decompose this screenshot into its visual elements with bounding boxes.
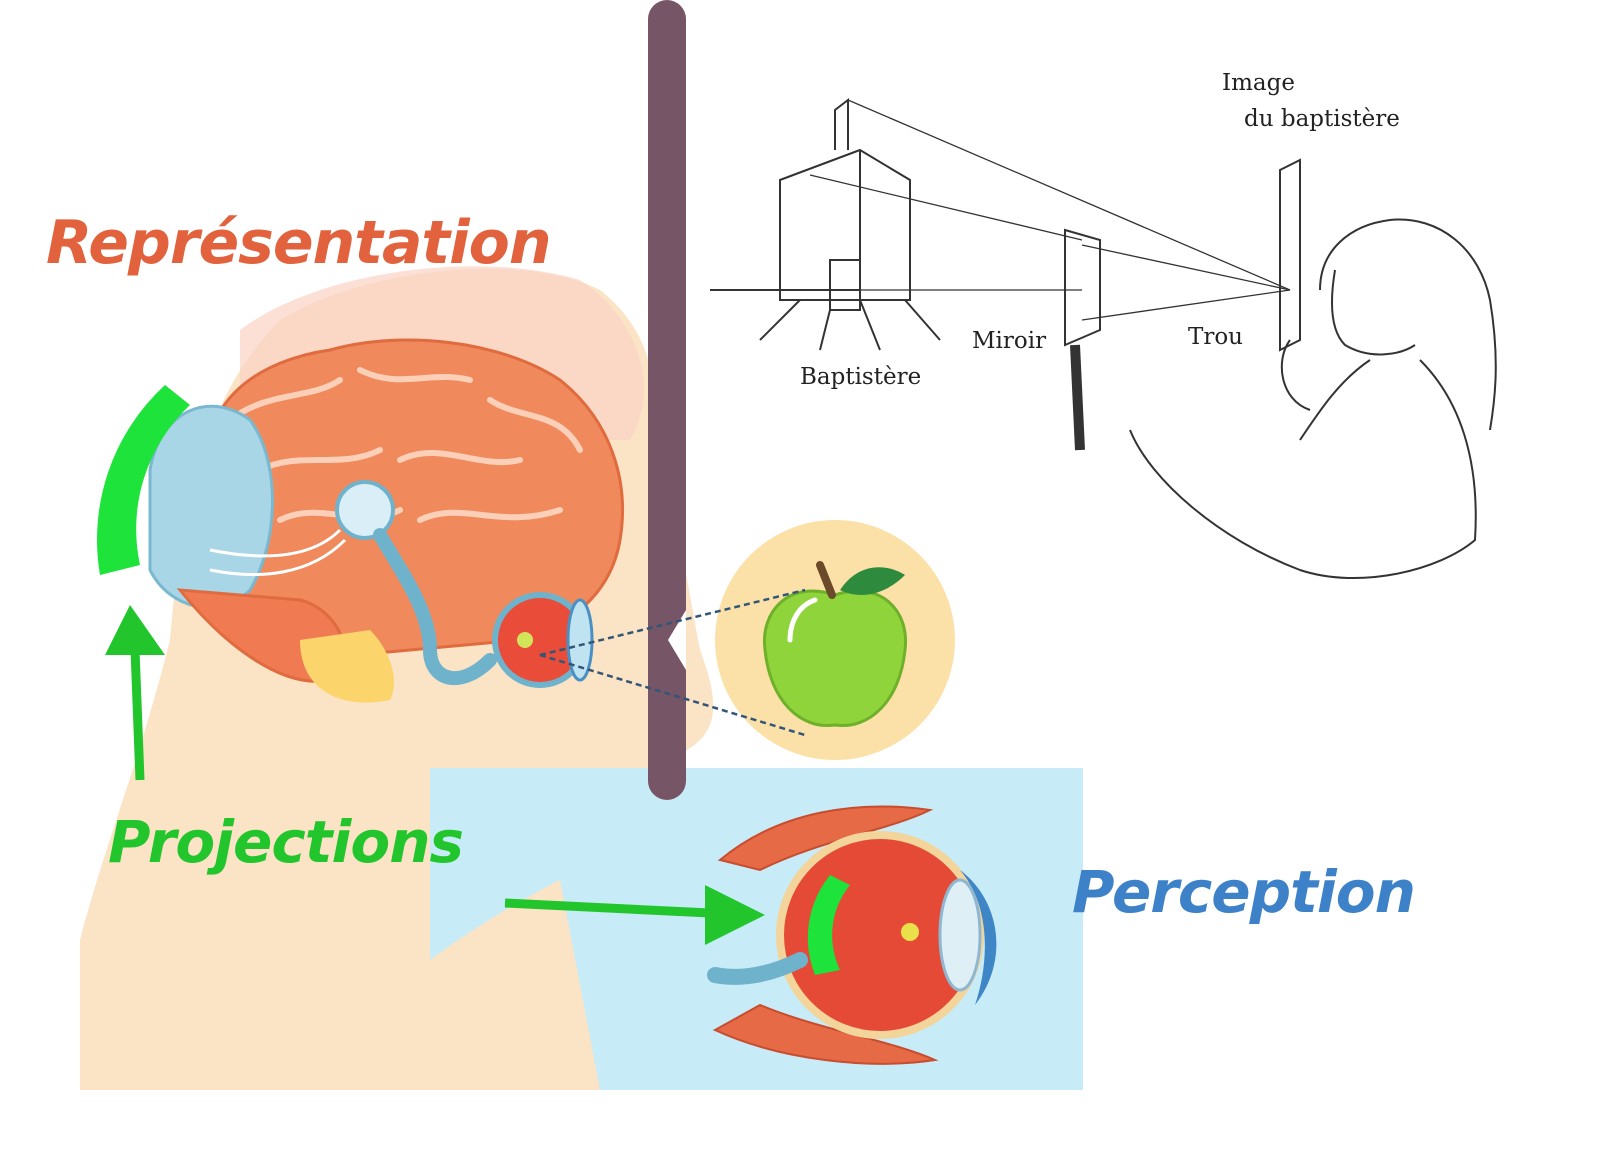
brain-folds <box>227 367 583 523</box>
person-body <box>1129 359 1477 580</box>
eye-muscle-bottom <box>712 1003 939 1065</box>
thalamus <box>335 480 395 540</box>
trou-caption: Trou <box>1188 324 1243 350</box>
apple-highlight <box>787 597 818 643</box>
mirror-handle <box>1070 344 1085 451</box>
miroir-caption: Miroir <box>972 328 1047 354</box>
sight-line-top <box>539 588 806 657</box>
apple-body <box>762 589 908 728</box>
arrow-right-head <box>705 885 765 945</box>
head-chin <box>430 880 600 1090</box>
projections-label: Projections <box>108 808 464 876</box>
person-head <box>1319 218 1497 431</box>
optic-radiation <box>209 528 342 558</box>
mirror-panel <box>1064 228 1101 347</box>
brunelleschi-drawing <box>710 97 1497 580</box>
optic-radiation-2 <box>209 538 347 577</box>
ray-top <box>847 99 1291 291</box>
optic-nerve <box>373 528 497 685</box>
brain-illustration <box>148 338 624 703</box>
eye-cross-section <box>707 805 997 1065</box>
ray-reflect-1 <box>1081 244 1291 291</box>
ray-reflect-2 <box>1081 289 1291 321</box>
baptistery-building <box>779 148 911 301</box>
ground-lines <box>710 289 941 351</box>
person-face <box>1331 269 1416 356</box>
perception-label: Perception <box>1072 858 1416 926</box>
arrow-right-shaft <box>504 898 711 918</box>
image-caption-line1: Image <box>1222 70 1295 96</box>
brain-stem <box>300 630 394 703</box>
arrow-up-head <box>105 605 165 655</box>
arrow-up-shaft <box>130 649 145 781</box>
baptistery-edges <box>779 149 861 300</box>
apple-stem <box>816 561 836 599</box>
divider-notch <box>668 610 686 670</box>
vertical-divider <box>648 0 686 800</box>
representation-label: Représentation <box>46 208 552 278</box>
brain-eye-lens <box>566 598 594 682</box>
apple-illustration <box>715 520 955 760</box>
projection-arrows <box>105 605 765 945</box>
painted-panel <box>1279 158 1301 352</box>
eye-fovea <box>901 923 919 941</box>
brain-eye-fovea <box>517 632 533 648</box>
eye-muscle-top <box>717 805 934 872</box>
eye-optic-nerve <box>707 952 808 985</box>
baptistere-caption: Baptistère <box>800 364 922 390</box>
baptistery-lantern <box>834 97 849 150</box>
cortex-projection-arc <box>97 385 190 575</box>
ray-mid <box>809 174 1083 241</box>
person-hand <box>1280 339 1311 411</box>
apple-leaf <box>840 567 905 595</box>
retina-projection-arc <box>807 875 850 975</box>
visual-cortex <box>148 404 274 609</box>
eye-lens <box>938 878 982 992</box>
eye-cornea <box>960 870 997 1005</box>
baptistery-door <box>829 259 861 311</box>
sight-line-bottom <box>539 653 806 737</box>
image-caption-line2: du baptistère <box>1244 106 1400 132</box>
